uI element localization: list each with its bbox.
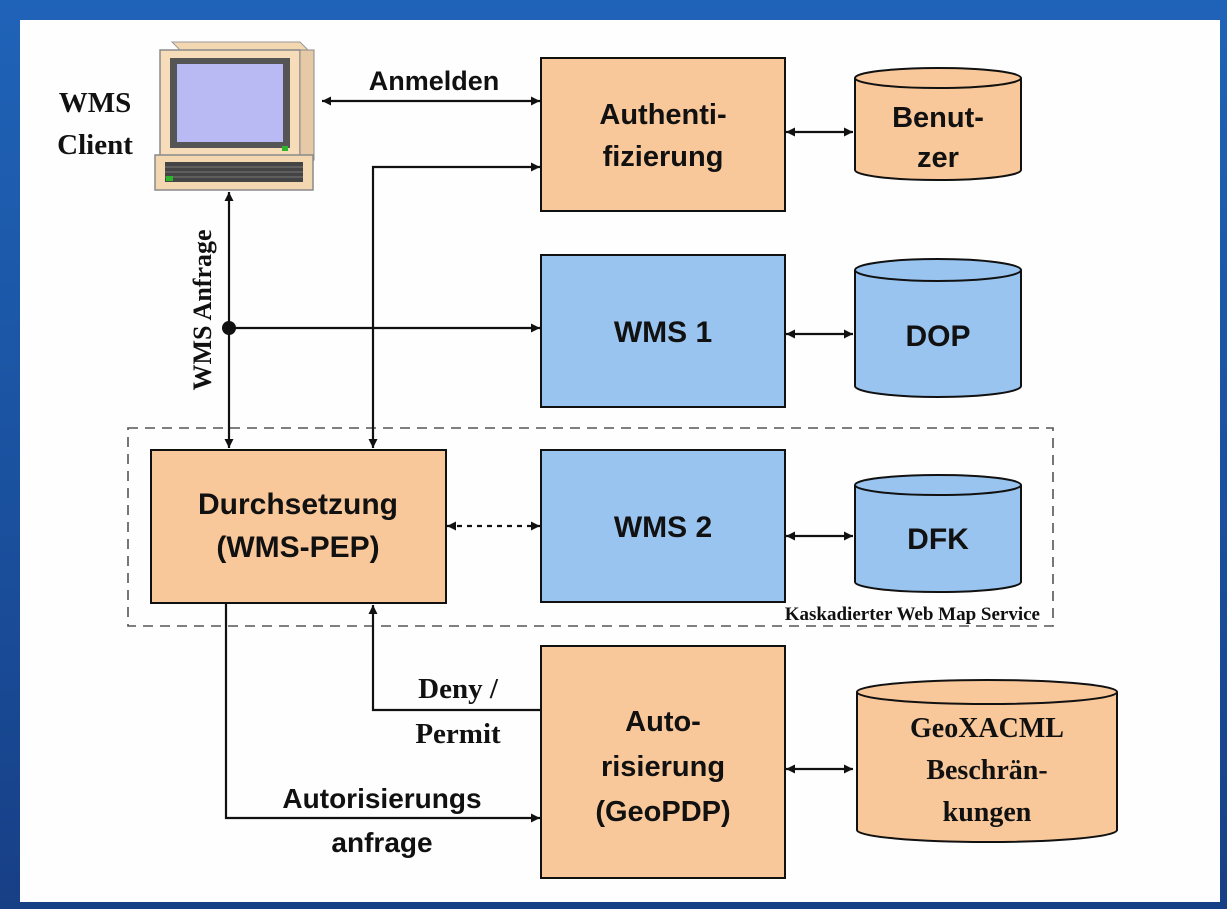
edge-deny-permit-label-line2: Permit — [415, 718, 501, 750]
cascaded-service-label: Kaskadierter Web Map Service — [785, 604, 1040, 625]
node-wms1: WMS 1 — [540, 254, 786, 408]
diagram-svg: Kaskadierter Web Map Service WMS Client … — [57, 41, 1118, 879]
node-wms1-label: WMS 1 — [614, 316, 712, 349]
node-autorisierung-line2: risierung — [601, 751, 725, 783]
edge-deny-permit-label-line1: Deny / — [418, 673, 499, 705]
edge-autorisierungsanfrage — [224, 603, 540, 823]
node-wms2-label: WMS 2 — [614, 511, 712, 544]
computer-icon — [154, 41, 315, 191]
cascaded-service-frame — [127, 427, 1054, 627]
node-authentifizierung-line2: fizierung — [603, 141, 724, 173]
node-authentifizierung-line1: Authenti- — [599, 99, 726, 131]
node-autorisierung: Auto- risierung (GeoPDP) — [540, 645, 786, 879]
client-label-line1: WMS — [59, 87, 132, 119]
node-dfk: DFK — [854, 474, 1022, 593]
node-autorisierung-line3: (GeoPDP) — [595, 796, 730, 828]
node-autorisierung-line1: Auto- — [625, 706, 701, 738]
node-durchsetzung-line1: Durchsetzung — [198, 488, 398, 521]
node-durchsetzung: Durchsetzung (WMS-PEP) — [150, 449, 447, 604]
node-dfk-label: DFK — [907, 523, 969, 556]
edge-pep-authentifizierung — [368, 162, 540, 448]
node-authentifizierung: Authenti- fizierung — [540, 57, 786, 212]
diagram-canvas: Kaskadierter Web Map Service WMS Client … — [20, 20, 1220, 902]
node-dop: DOP — [854, 258, 1022, 398]
edge-deny-permit — [368, 605, 540, 712]
node-dop-label: DOP — [905, 320, 970, 353]
node-wms2: WMS 2 — [540, 449, 786, 603]
node-benutzer-line1: Benut- — [892, 102, 984, 134]
edge-autorisierungsanfrage-label-line1: Autorisierungs — [282, 783, 481, 814]
node-benutzer-line2: zer — [917, 142, 959, 174]
client-label-line2: Client — [57, 129, 133, 161]
node-geoxacml-line1: GeoXACML — [910, 713, 1064, 744]
node-geoxacml-line3: kungen — [943, 797, 1032, 828]
node-durchsetzung-line2: (WMS-PEP) — [216, 531, 379, 564]
node-benutzer: Benut- zer — [854, 67, 1022, 181]
node-geoxacml-line2: Beschrän- — [926, 755, 1047, 786]
node-geoxacml: GeoXACML Beschrän- kungen — [856, 679, 1118, 843]
edge-wms-anfrage-label: WMS Anfrage — [188, 229, 217, 390]
edge-autorisierungsanfrage-label-line2: anfrage — [331, 827, 432, 858]
edge-anmelden-label: Anmelden — [369, 66, 500, 96]
junction-dot — [222, 321, 236, 335]
